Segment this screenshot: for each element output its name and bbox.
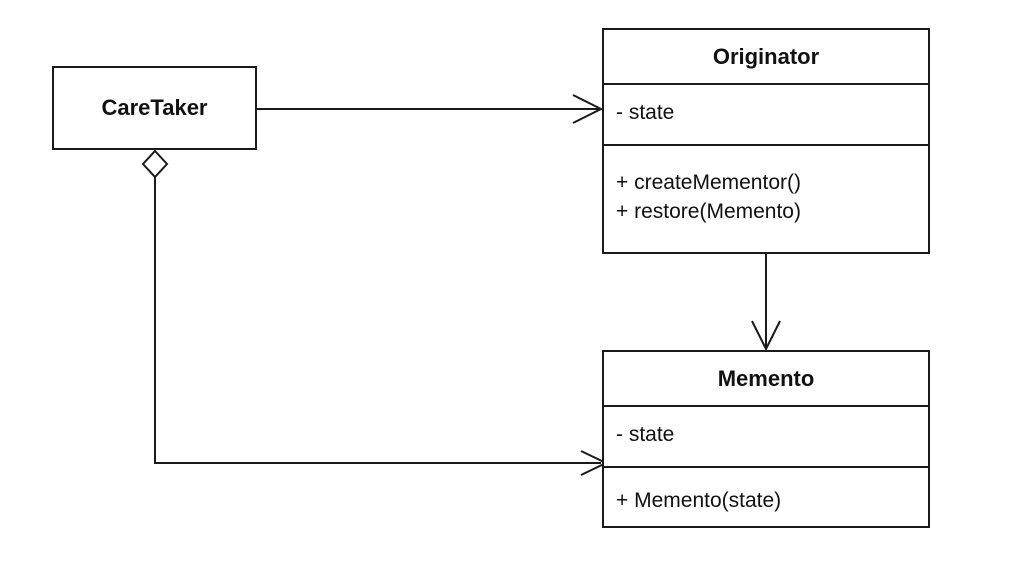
operations-section: + createMementor() + restore(Memento) <box>604 144 928 226</box>
open-arrowhead-icon <box>572 94 604 124</box>
operations-section: + Memento(state) <box>604 466 928 515</box>
attributes-section: - state <box>604 405 928 466</box>
association-originator-memento <box>751 254 781 352</box>
operation: + restore(Memento) <box>616 200 801 223</box>
association-caretaker-originator <box>257 94 604 124</box>
originator-class[interactable]: Originator - state + createMementor() + … <box>602 28 930 254</box>
aggregation-diamond-icon <box>141 149 169 179</box>
class-name: CareTaker <box>101 95 208 120</box>
class-name: Originator <box>712 43 820 69</box>
class-name: Memento <box>717 365 815 391</box>
operation: + Memento(state) <box>616 489 782 512</box>
aggregation-caretaker-memento <box>141 149 609 476</box>
attributes-section: - state <box>604 83 928 144</box>
memento-class[interactable]: Memento - state + Memento(state) <box>602 350 930 528</box>
operation: + createMementor() <box>616 171 801 194</box>
attribute: - state <box>616 101 675 124</box>
aggregation-line <box>154 177 601 464</box>
attribute: - state <box>616 423 675 446</box>
open-arrowhead-icon <box>751 320 781 352</box>
caretaker-class[interactable]: CareTaker <box>52 66 257 150</box>
